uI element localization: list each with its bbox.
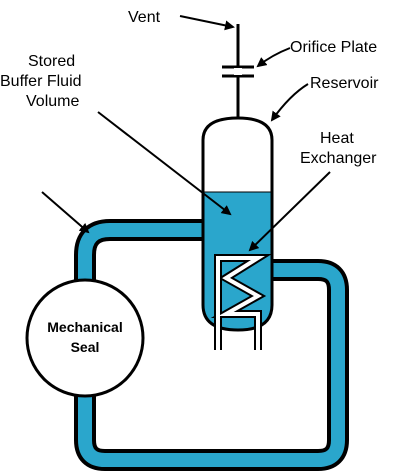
vent-callout: Vent bbox=[128, 9, 235, 31]
vent-line bbox=[222, 24, 254, 118]
orifice-plate-label: Orifice Plate bbox=[290, 39, 377, 56]
stored-buffer-fluid-callout: Stored Buffer Fluid Volume bbox=[0, 53, 232, 216]
vent-arrow bbox=[179, 15, 235, 31]
heat-exchanger-label-line1: Heat bbox=[320, 130, 354, 147]
heat-exchanger-label-line2: Exchanger bbox=[300, 150, 377, 167]
mechanical-seal-label-line1: Mechanical bbox=[47, 319, 122, 335]
inlet-arrow bbox=[41, 191, 90, 234]
heat-exchanger-callout: Heat Exchanger bbox=[248, 130, 377, 252]
orifice-gap bbox=[234, 68, 242, 75]
stored-buffer-arrow bbox=[97, 111, 232, 216]
inlet-callout bbox=[41, 191, 90, 234]
pipe-fluid bbox=[78, 223, 345, 467]
coil-inner bbox=[216, 256, 265, 350]
reservoir-callout: Reservoir bbox=[270, 75, 379, 122]
mechanical-seal-body bbox=[25, 278, 145, 398]
reservoir-label: Reservoir bbox=[310, 75, 379, 92]
reservoir-arrow bbox=[270, 83, 309, 122]
mechanical-seal: Mechanical Seal bbox=[25, 278, 145, 398]
heat-exchanger-coil bbox=[210, 254, 272, 350]
heat-exchanger-arrow bbox=[248, 171, 331, 252]
stored-buffer-label-line3: Volume bbox=[26, 93, 79, 110]
orifice-plate-callout: Orifice Plate bbox=[256, 39, 377, 68]
stored-buffer-label-line2: Buffer Fluid bbox=[0, 73, 82, 90]
mechanical-seal-label-line2: Seal bbox=[71, 339, 100, 355]
vent-label: Vent bbox=[128, 9, 161, 26]
orifice-plate-arrow bbox=[256, 47, 291, 68]
piping-loop bbox=[74, 219, 349, 471]
stored-buffer-label-line1: Stored bbox=[28, 53, 75, 70]
